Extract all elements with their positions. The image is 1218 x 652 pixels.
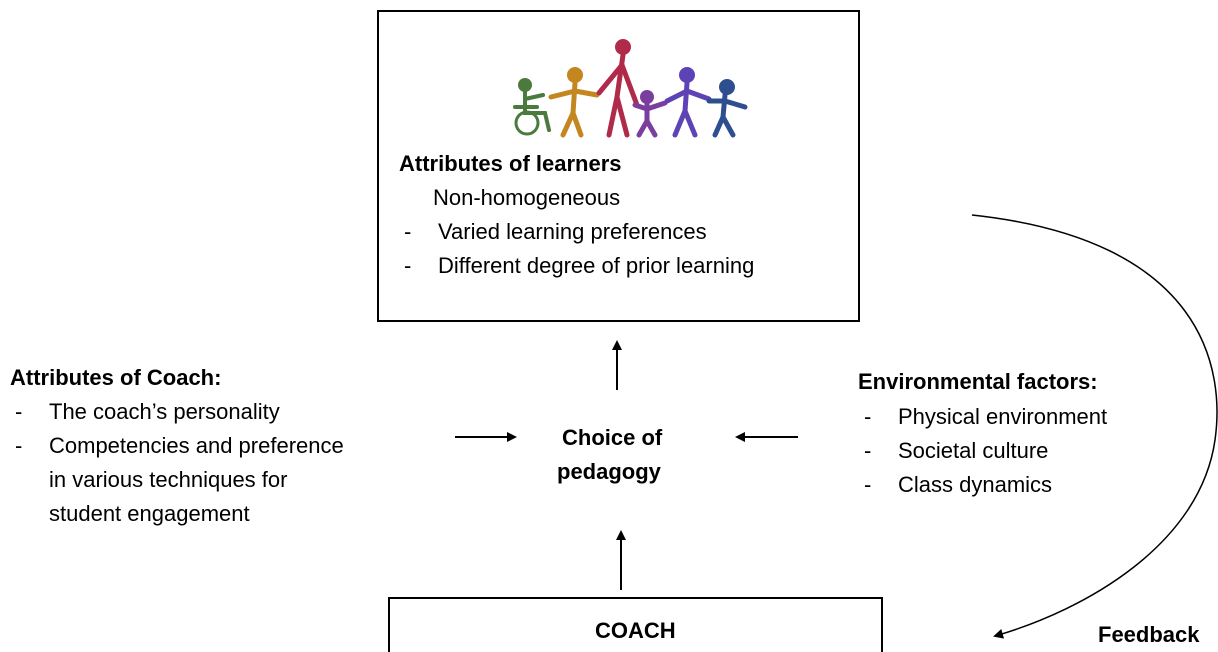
list-item: -Competencies and preference xyxy=(15,433,344,458)
learners-subtitle: Non-homogeneous xyxy=(433,185,621,210)
figure-navy xyxy=(706,79,748,138)
environment-list: -Physical environment -Societal culture … xyxy=(864,400,1107,502)
list-item-continuation: in various techniques for xyxy=(49,467,288,492)
list-item: -Class dynamics xyxy=(864,472,1053,497)
learners-list: -Varied learning preferences -Different … xyxy=(404,215,754,283)
feedback-arrow xyxy=(971,214,1218,639)
learners-box xyxy=(377,10,860,322)
figure-wheelchair xyxy=(513,78,551,136)
figure-small xyxy=(632,90,668,138)
list-item: -Different degree of prior learning xyxy=(404,253,755,278)
list-item: -Societal culture xyxy=(864,438,1049,463)
feedback-label: Feedback xyxy=(1098,622,1200,647)
coach-box xyxy=(388,597,883,652)
center-line2: pedagogy xyxy=(557,459,661,484)
figure-orange xyxy=(548,67,600,138)
environment-title: Environmental factors: xyxy=(858,369,1098,394)
learners-illustration xyxy=(513,39,748,138)
coach-attributes-title: Attributes of Coach: xyxy=(10,365,222,390)
list-item-continuation: student engagement xyxy=(49,501,250,526)
learners-title: Attributes of learners xyxy=(399,151,622,176)
center-line1: Choice of xyxy=(562,425,663,450)
coach-label: COACH xyxy=(595,618,676,643)
list-item: -The coach’s personality xyxy=(15,399,280,424)
figure-violet xyxy=(664,67,712,138)
list-item: -Physical environment xyxy=(864,404,1108,429)
list-item: -Varied learning preferences xyxy=(404,219,707,244)
coach-attributes-list: -The coach’s personality -Competencies a… xyxy=(15,395,344,531)
figure-tall xyxy=(596,39,640,138)
